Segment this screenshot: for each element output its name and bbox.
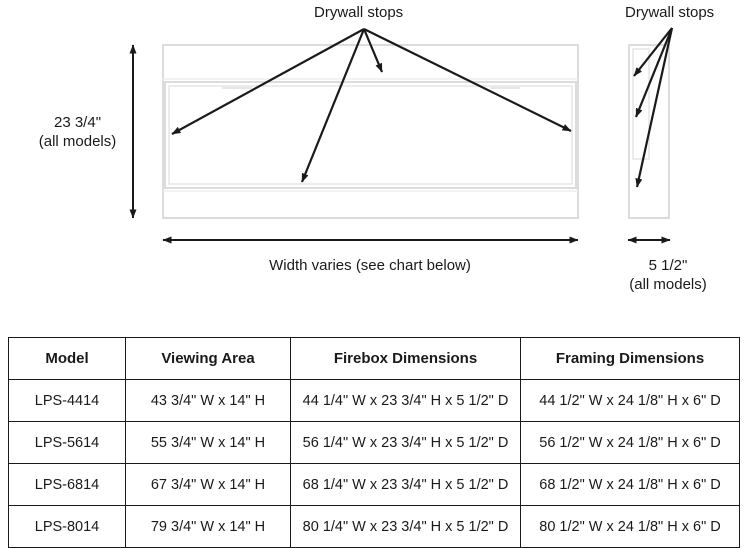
cell-model: LPS-6814 (8, 463, 126, 506)
side-view-outline (628, 44, 670, 219)
table-row: LPS-8014 79 3/4" W x 14" H 80 1/4" W x 2… (8, 505, 740, 548)
cell-framing: 68 1/2" W x 24 1/8" H x 6" D (520, 463, 740, 506)
cell-viewing: 55 3/4" W x 14" H (125, 421, 291, 464)
column-header-firebox-dimensions: Firebox Dimensions (290, 337, 521, 380)
table-row: LPS-4414 43 3/4" W x 14" H 44 1/4" W x 2… (8, 379, 740, 422)
specification-table: Model Viewing Area Firebox Dimensions Fr… (8, 337, 740, 548)
cell-viewing: 43 3/4" W x 14" H (125, 379, 291, 422)
cell-firebox: 44 1/4" W x 23 3/4" H x 5 1/2" D (290, 379, 521, 422)
cell-model: LPS-5614 (8, 421, 126, 464)
cell-framing: 44 1/2" W x 24 1/8" H x 6" D (520, 379, 740, 422)
label-height: 23 3/4" (all models) (30, 113, 125, 151)
label-depth-note: (all models) (629, 276, 707, 293)
label-height-value: 23 3/4" (53, 114, 102, 131)
diagram-graphics (129, 27, 674, 244)
cell-firebox: 80 1/4" W x 23 3/4" H x 5 1/2" D (290, 505, 521, 548)
cell-framing: 56 1/2" W x 24 1/8" H x 6" D (520, 421, 740, 464)
cell-model: LPS-4414 (8, 379, 126, 422)
label-drywall-stops-front: Drywall stops (314, 4, 404, 21)
leader-arrows-right (633, 27, 674, 188)
product-dimension-diagram: Drywall stops Drywall stops 23 3/4" (all… (30, 4, 736, 294)
cell-viewing: 67 3/4" W x 14" H (125, 463, 291, 506)
label-drywall-stops-side: Drywall stops (625, 4, 715, 21)
cell-firebox: 56 1/4" W x 23 3/4" H x 5 1/2" D (290, 421, 521, 464)
column-header-viewing-area: Viewing Area (125, 337, 291, 380)
leader-arrows-left (171, 28, 572, 183)
column-header-framing-dimensions: Framing Dimensions (520, 337, 740, 380)
cell-viewing: 79 3/4" W x 14" H (125, 505, 291, 548)
front-view-outline (162, 44, 579, 219)
cell-firebox: 68 1/4" W x 23 3/4" H x 5 1/2" D (290, 463, 521, 506)
cell-model: LPS-8014 (8, 505, 126, 548)
table-header-row: Model Viewing Area Firebox Dimensions Fr… (8, 337, 740, 380)
label-depth: 5 1/2" (all models) (600, 256, 736, 294)
label-depth-value: 5 1/2" (648, 257, 688, 274)
table-row: LPS-5614 55 3/4" W x 14" H 56 1/4" W x 2… (8, 421, 740, 464)
specification-table-container: Model Viewing Area Firebox Dimensions Fr… (8, 337, 740, 548)
label-width-varies: Width varies (see chart below) (269, 257, 471, 274)
label-height-note: (all models) (38, 133, 117, 150)
column-header-model: Model (8, 337, 126, 380)
table-row: LPS-6814 67 3/4" W x 14" H 68 1/4" W x 2… (8, 463, 740, 506)
cell-framing: 80 1/2" W x 24 1/8" H x 6" D (520, 505, 740, 548)
